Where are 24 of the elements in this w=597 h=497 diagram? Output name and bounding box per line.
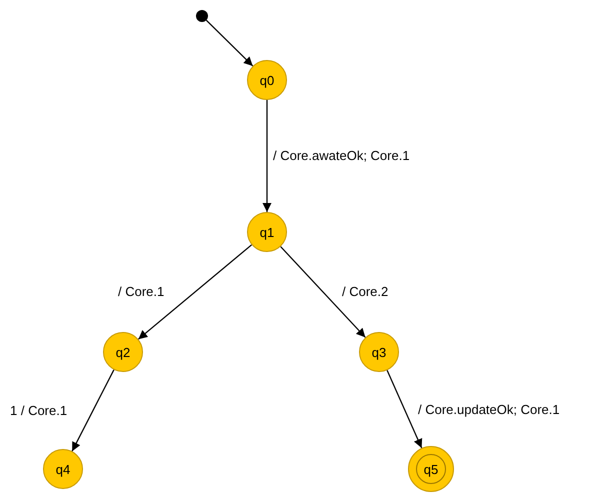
state-label: q3 [372,344,386,360]
edge-label: / Core.1 [117,284,166,299]
final-state-circle [408,446,454,492]
edge-label: / Core.2 [341,284,390,299]
state-circle [359,332,399,372]
state-label: q4 [56,462,70,476]
arrow [138,244,252,340]
arrow [280,246,366,338]
state-circle [103,332,143,372]
state-label: q2 [116,344,130,360]
state-label: q5 [424,462,438,476]
state-circle [247,212,287,252]
edge-label: / Core.updateOk; Core.1 [417,402,561,417]
edge-label: / Core.awateOk; Core.1 [272,148,411,163]
arrow [262,100,272,212]
arrow [206,20,254,66]
state-circle [43,449,83,489]
initial-state-dot [196,10,208,22]
edge-label: 1 / Core.1 [9,403,68,418]
state-label: q1 [260,224,274,240]
arrow [72,370,114,452]
arrow [386,370,422,448]
state-circle [247,60,287,100]
state-label: q0 [260,72,274,88]
